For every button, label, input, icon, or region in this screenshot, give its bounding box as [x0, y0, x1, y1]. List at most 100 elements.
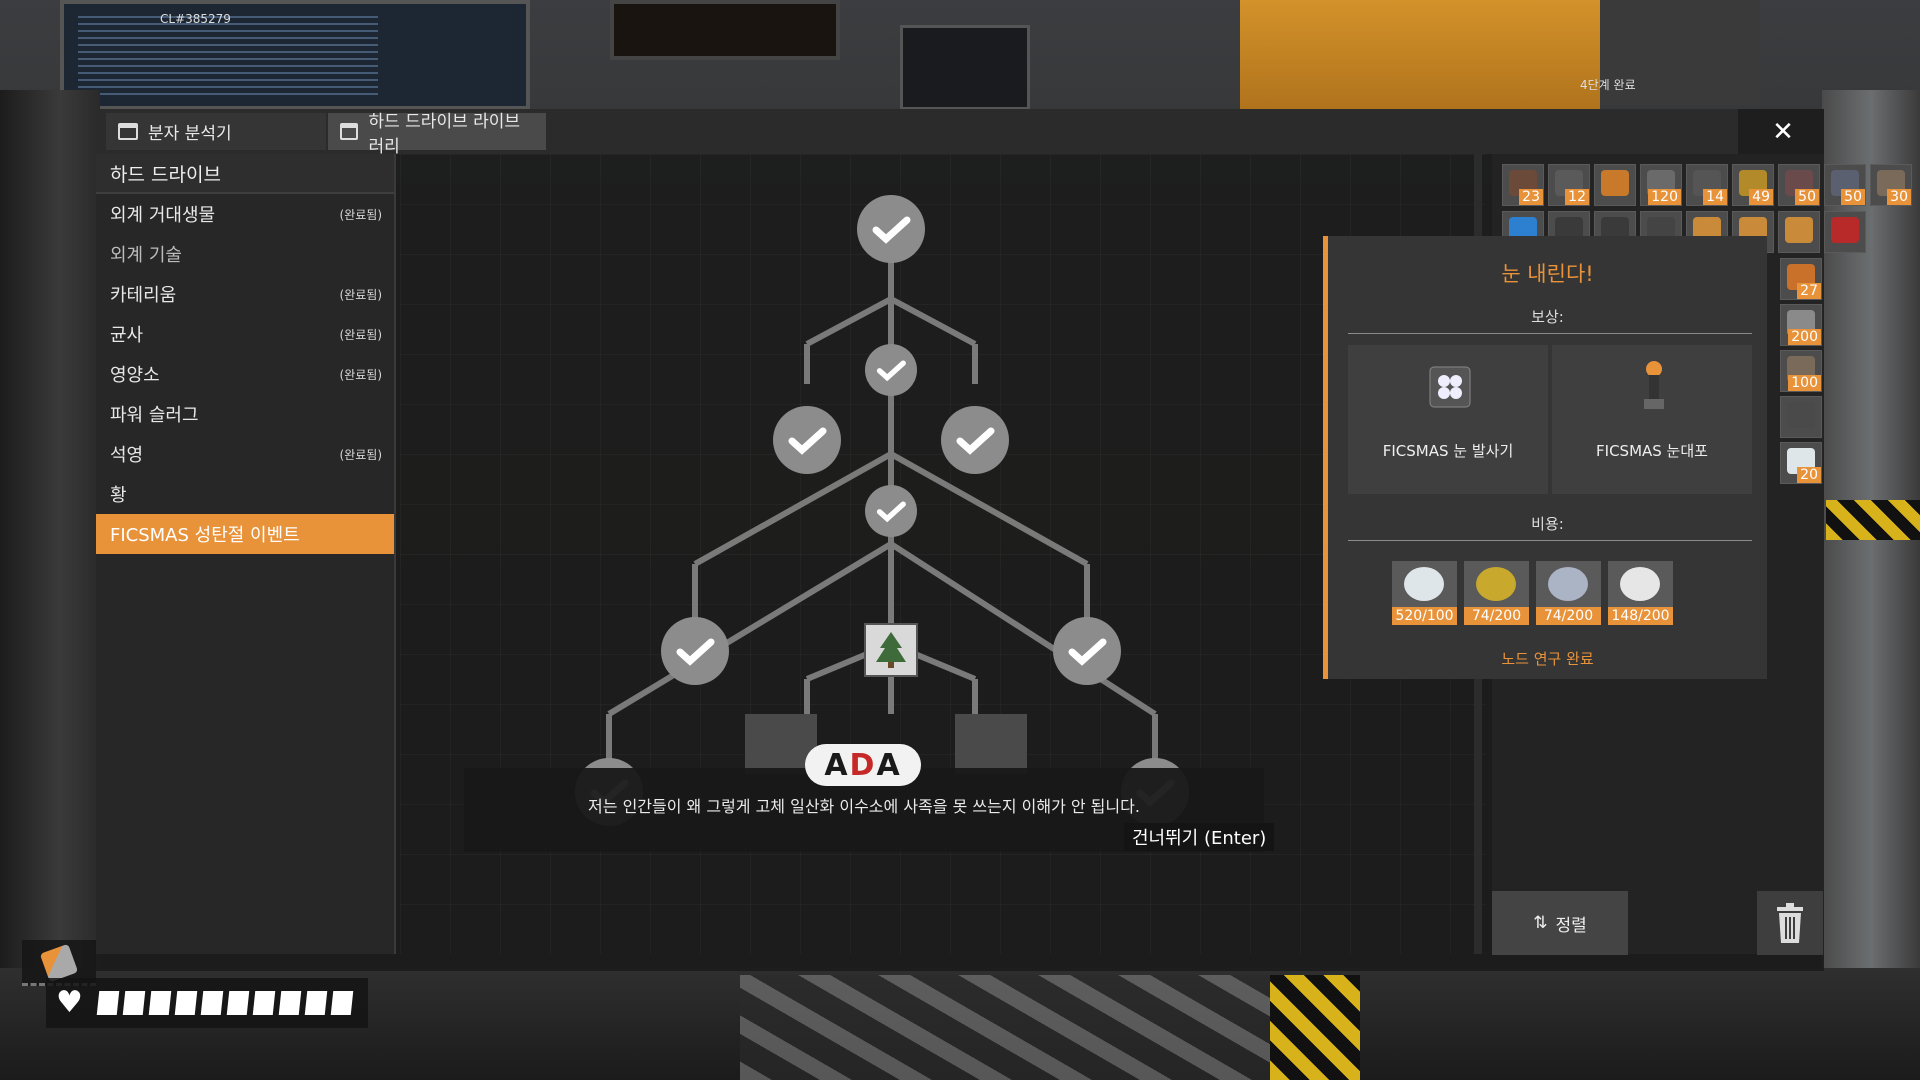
sidebar-item[interactable]: 영양소(완료됨) — [96, 354, 394, 394]
cost-item: 148/200 — [1608, 561, 1673, 625]
cost-quantity: 148/200 — [1608, 607, 1673, 625]
inventory-slot[interactable]: 14 — [1686, 164, 1728, 206]
tab-molecular-analyzer[interactable]: 분자 분석기 — [106, 113, 326, 150]
background-status-text: 4단계 완료 — [1580, 78, 1636, 92]
health-segment — [252, 991, 276, 1015]
checkmark-icon — [956, 427, 995, 455]
inventory-slot[interactable] — [1778, 211, 1820, 253]
inventory-slot[interactable]: 50 — [1824, 164, 1866, 206]
research-node-locked[interactable] — [955, 714, 1027, 774]
cost-label: 비용: — [1531, 515, 1564, 533]
snow-cannon-icon — [1644, 361, 1664, 409]
sort-icon: ⇅ — [1533, 913, 1548, 933]
sidebar-item[interactable]: 외계 기술 — [96, 234, 394, 274]
node-complete-status: 노드 연구 완료 — [1501, 650, 1594, 668]
item-count: 200 — [1788, 329, 1821, 345]
reward-snowball-launcher[interactable]: FICSMAS 눈 발사기 — [1348, 345, 1548, 494]
background-mam-sign — [900, 25, 1030, 110]
inventory-slot[interactable] — [1780, 396, 1822, 438]
cost-quantity: 74/200 — [1464, 607, 1529, 625]
trash-icon[interactable] — [1757, 891, 1823, 955]
reward-snow-cannon[interactable]: FICSMAS 눈대포 — [1552, 345, 1752, 494]
inventory-slot[interactable]: 20 — [1780, 442, 1822, 484]
inventory-slot[interactable]: 30 — [1870, 164, 1912, 206]
silver-ornament-icon — [1548, 567, 1588, 601]
research-node-completed[interactable] — [773, 406, 841, 474]
item-icon — [1785, 217, 1813, 243]
background-wall — [0, 90, 100, 990]
rewards-label: 보상: — [1531, 308, 1564, 326]
ada-message: 저는 인간들이 왜 그렇게 고체 일산화 이수소에 사족을 못 쓰는지 이해가 … — [588, 797, 1140, 816]
background-grate — [740, 975, 1280, 1080]
completed-badge: (완료됨) — [339, 447, 382, 462]
checkmark-icon — [788, 427, 827, 455]
checkmark-icon — [872, 216, 911, 244]
item-count: 20 — [1797, 467, 1821, 483]
reward-name: FICSMAS 눈 발사기 — [1382, 442, 1514, 460]
research-node-completed[interactable] — [661, 617, 729, 685]
item-count: 27 — [1797, 283, 1821, 299]
item-count: 12 — [1565, 189, 1589, 205]
checkmark-icon — [876, 501, 906, 523]
background-hazard-stripe — [1826, 500, 1920, 540]
inventory-slot[interactable]: 120 — [1640, 164, 1682, 206]
inventory-slot[interactable]: 100 — [1780, 350, 1822, 392]
tree-connector — [805, 296, 893, 347]
sidebar-item[interactable]: 균사(완료됨) — [96, 314, 394, 354]
health-segment — [148, 991, 172, 1015]
health-segment — [174, 991, 198, 1015]
sidebar-item[interactable]: 석영(완료됨) — [96, 434, 394, 474]
sort-button[interactable]: ⇅ 정렬 — [1492, 891, 1628, 955]
background-machine — [1600, 0, 1760, 105]
heart-icon: ♥ — [56, 985, 83, 1020]
sidebar-item[interactable]: 파워 슬러그 — [96, 394, 394, 434]
sidebar-item-label: 파워 슬러그 — [110, 405, 199, 426]
sidebar-item[interactable]: 카테리움(완료됨) — [96, 274, 394, 314]
item-count: 23 — [1519, 189, 1543, 205]
health-segment — [304, 991, 328, 1015]
research-node-completed[interactable] — [857, 195, 925, 263]
inventory-slot[interactable]: 50 — [1778, 164, 1820, 206]
sidebar-item[interactable]: 황 — [96, 474, 394, 514]
tab-label: 하드 드라이브 라이브러리 — [368, 111, 521, 157]
sidebar-item-label: FICSMAS 성탄절 이벤트 — [110, 525, 300, 546]
health-segment — [330, 991, 354, 1015]
sidebar-item-label: 카테리움 — [110, 285, 177, 306]
research-node-selected[interactable] — [864, 623, 918, 677]
tab-hard-drive-library[interactable]: 하드 드라이브 라이브러리 — [328, 112, 546, 157]
inventory-slot[interactable]: 200 — [1780, 304, 1822, 346]
inventory-slot[interactable]: 23 — [1502, 164, 1544, 206]
item-count: 14 — [1703, 189, 1727, 205]
cost-quantity: 74/200 — [1536, 607, 1601, 625]
background-monitor — [60, 0, 530, 110]
research-node-completed[interactable] — [1053, 617, 1121, 685]
research-node-completed[interactable] — [865, 485, 917, 537]
inventory-slot[interactable]: 12 — [1548, 164, 1590, 206]
inventory-slot[interactable]: 49 — [1732, 164, 1774, 206]
background-machine — [1240, 0, 1600, 110]
sidebar-item[interactable]: FICSMAS 성탄절 이벤트 — [96, 514, 394, 554]
node-detail-panel: 눈 내린다! 보상: FICSMAS 눈 발사기 FICSMAS 눈대포 비용:… — [1323, 236, 1767, 679]
close-icon[interactable]: ✕ — [1772, 117, 1794, 147]
sidebar-item[interactable]: 외계 거대생물(완료됨) — [96, 194, 394, 234]
research-node-completed[interactable] — [865, 344, 917, 396]
cost-item: 520/100 — [1392, 561, 1457, 625]
tree-trunk — [888, 662, 894, 668]
build-number: CL#385279 — [160, 12, 231, 26]
inventory-slot[interactable] — [1594, 164, 1636, 206]
inventory-slot[interactable]: 27 — [1780, 258, 1822, 300]
inventory-slot[interactable] — [1824, 211, 1866, 253]
item-count: 50 — [1841, 189, 1865, 205]
checkmark-icon — [876, 360, 906, 382]
skip-button[interactable]: 건너뛰기 (Enter) — [1124, 823, 1275, 851]
sidebar-item-label: 영양소 — [110, 365, 160, 386]
health-segment — [96, 991, 120, 1015]
checkmark-icon — [1068, 638, 1107, 666]
item-icon — [1787, 402, 1815, 428]
research-node-completed[interactable] — [941, 406, 1009, 474]
candy-cane-icon — [1620, 567, 1660, 601]
christmas-tree-icon — [876, 632, 906, 662]
health-bar: ♥ — [46, 978, 368, 1028]
